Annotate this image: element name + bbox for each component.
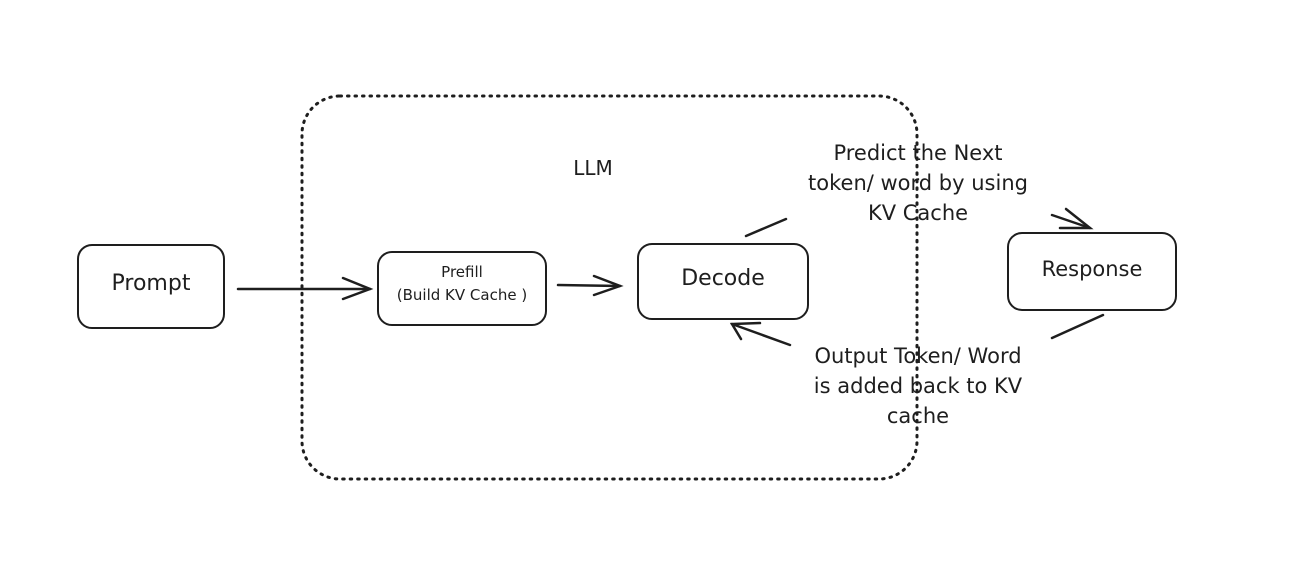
llm-group-boundary <box>300 94 919 481</box>
prompt-node-box <box>77 244 225 329</box>
output-edge-label-line-2: is added back to KV <box>813 374 1023 398</box>
output-edge-label-line-1: Output Token/ Word <box>814 344 1022 368</box>
response-node-box <box>1007 232 1177 311</box>
arrow-response-to-decode <box>729 313 1105 347</box>
output-edge-label-line-3: cache <box>886 404 950 428</box>
arrow-prefill-to-decode <box>556 274 624 297</box>
prefill-node-subtitle: (Build KV Cache ) <box>396 286 528 304</box>
arrow-prompt-to-prefill <box>236 276 374 301</box>
decode-node-label: Decode <box>681 266 765 291</box>
predict-edge-label: Predict the Next token/ word by using KV… <box>768 138 1068 228</box>
output-edge-label: Output Token/ Word is added back to KV c… <box>768 341 1068 431</box>
arrow-decode-to-response <box>744 207 1094 238</box>
prompt-node-label: Prompt <box>111 271 191 296</box>
prefill-node-title: Prefill <box>441 263 483 281</box>
predict-edge-label-line-1: Predict the Next <box>833 141 1003 165</box>
decode-node-box <box>637 243 809 320</box>
response-node-label: Response <box>1041 257 1143 281</box>
llm-group-label: LLM <box>573 156 613 180</box>
predict-edge-label-line-3: KV Cache <box>867 201 969 225</box>
prefill-node-box <box>377 251 547 326</box>
predict-edge-label-line-2: token/ word by using <box>808 171 1028 195</box>
